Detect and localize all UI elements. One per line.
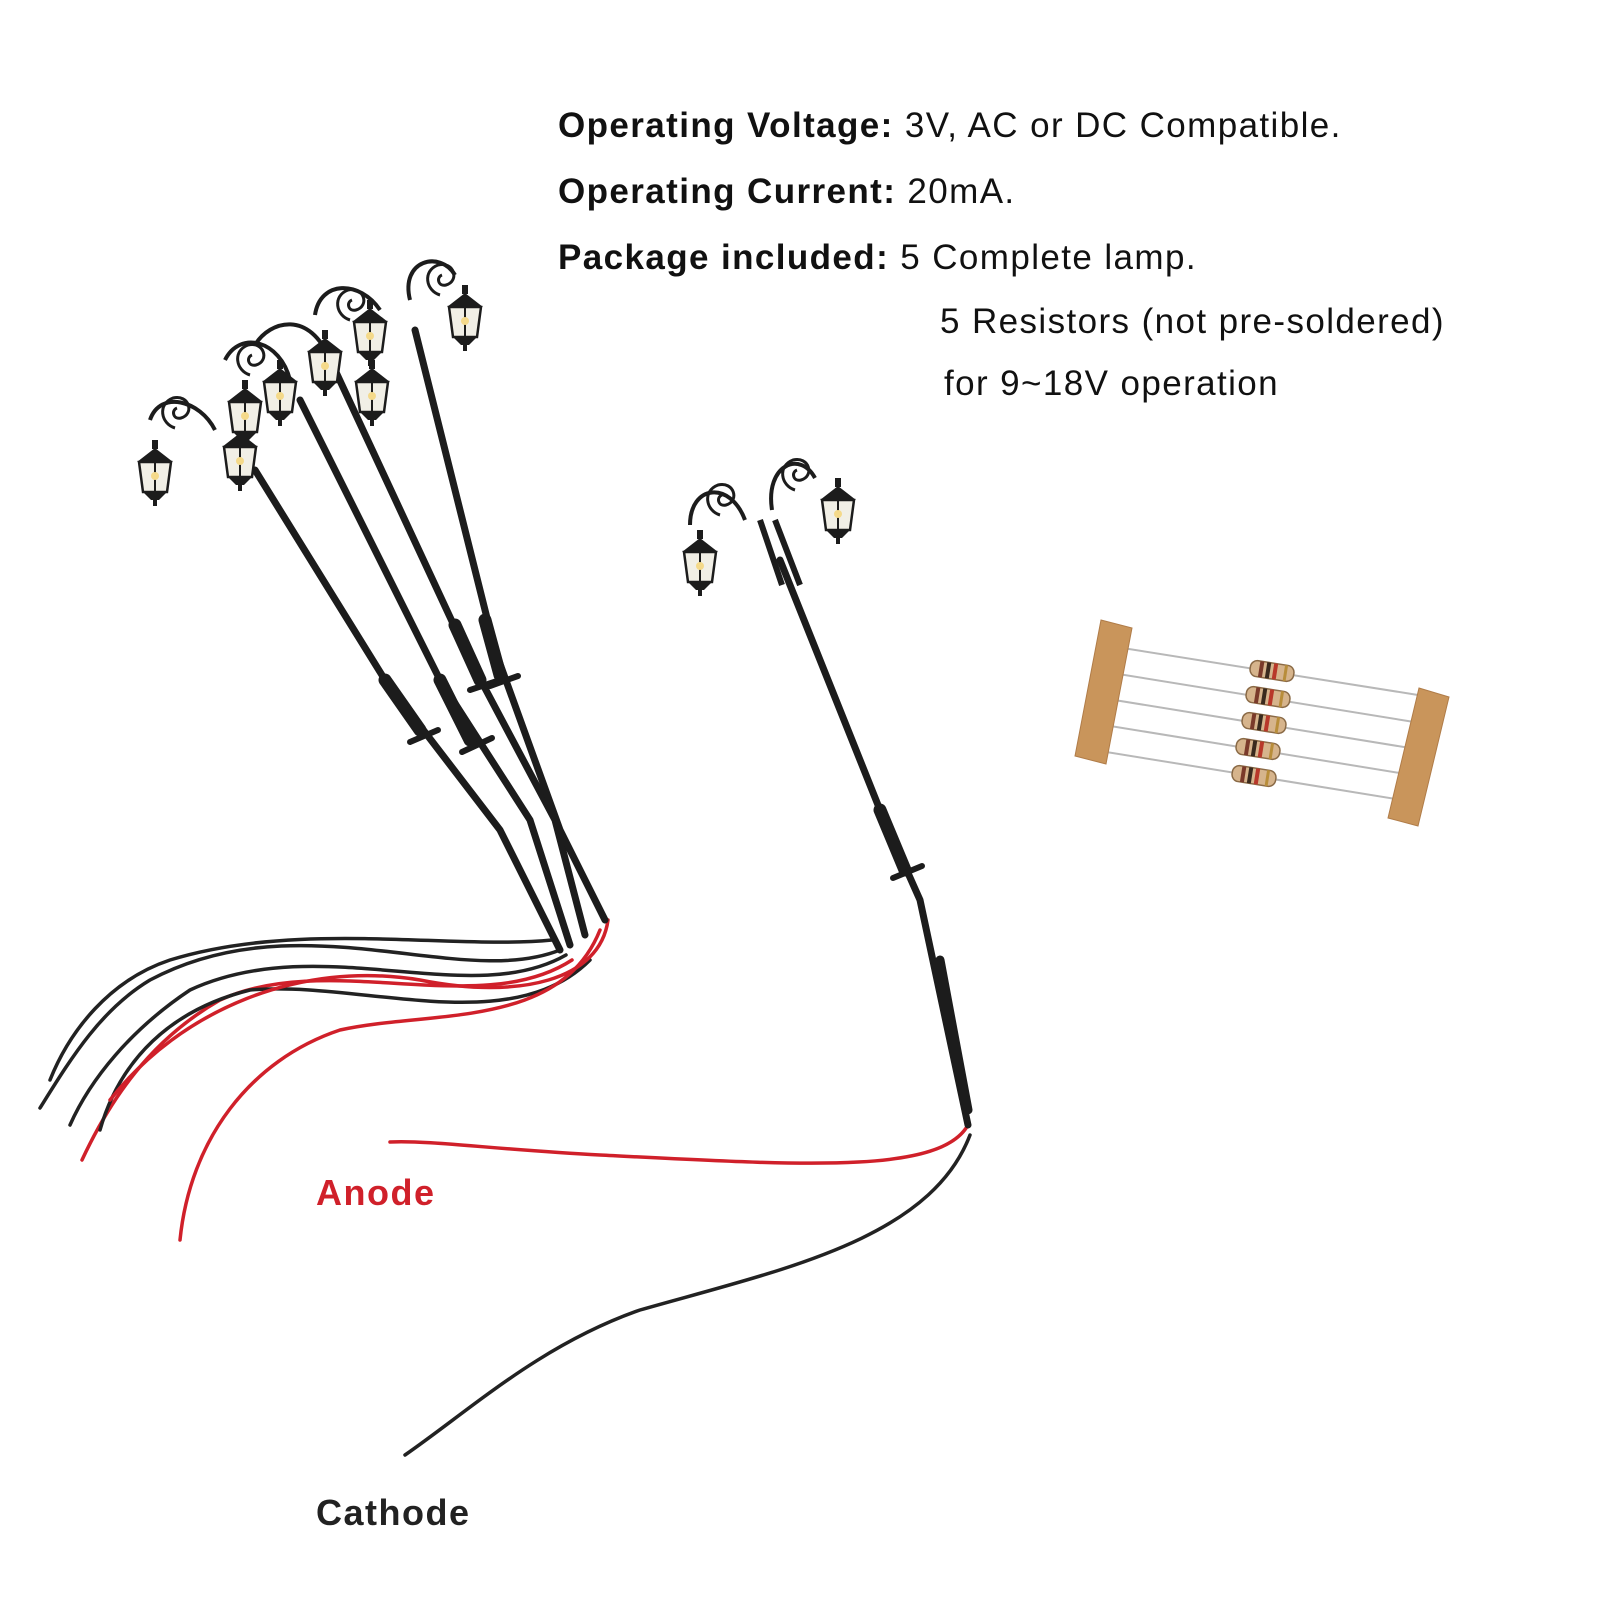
cathode-label: Cathode (316, 1492, 471, 1533)
spec-package-label: Package included: (558, 238, 890, 277)
spec-current: Operating Current: 20mA. (558, 172, 1016, 212)
spec-package: Package included: 5 Complete lamp. (558, 238, 1197, 278)
spec-voltage: Operating Voltage: 3V, AC or DC Compatib… (558, 106, 1342, 146)
resistor-strip (1074, 619, 1450, 827)
anode-label: Anode (316, 1172, 436, 1213)
single-lamp (388, 457, 973, 1457)
spec-current-value: 20mA. (907, 172, 1016, 211)
spec-package-value: 5 Complete lamp. (900, 238, 1197, 277)
spec-current-label: Operating Current: (558, 172, 897, 211)
lamp-bundle (38, 259, 610, 1242)
spec-voltage-label: Operating Voltage: (558, 106, 894, 145)
spec-package-line2: 5 Resistors (not pre-soldered) (940, 302, 1445, 341)
spec-voltage-value: 3V, AC or DC Compatible. (904, 106, 1342, 145)
spec-package-line3: for 9~18V operation (944, 364, 1280, 403)
